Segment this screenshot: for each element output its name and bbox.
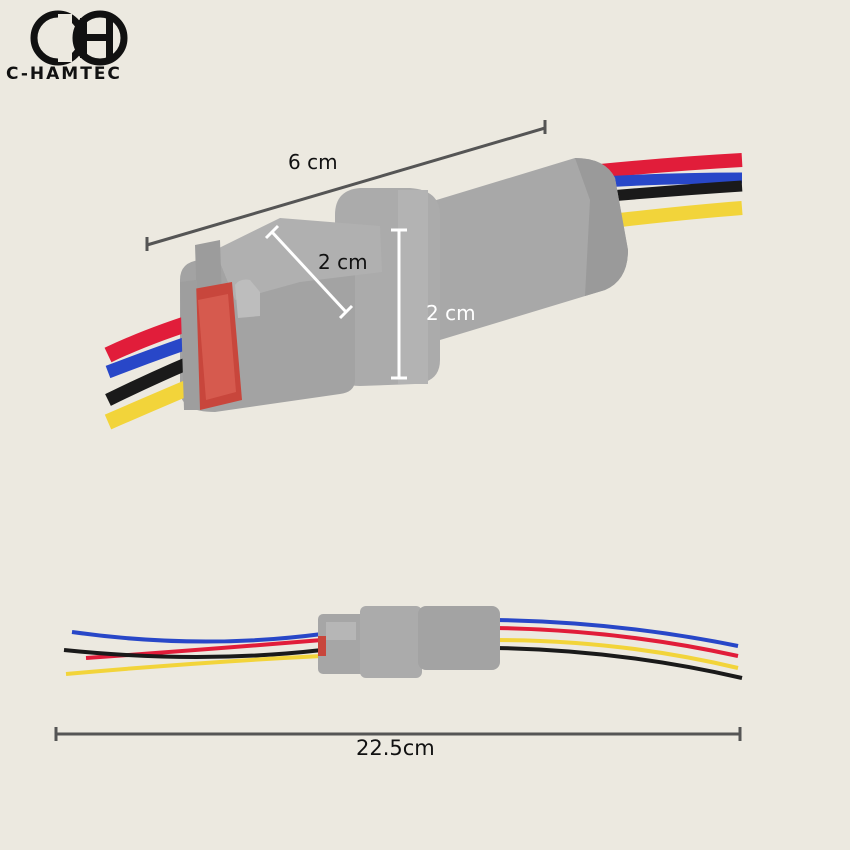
total-length-label: 22.5cm	[356, 736, 435, 760]
height-label: 2 cm	[426, 301, 476, 325]
connector-rear-body	[420, 158, 628, 340]
length-measure-line	[145, 120, 547, 251]
height-measure-line	[391, 228, 407, 380]
connector-closeup	[104, 153, 743, 430]
width-measure-line	[264, 224, 354, 320]
brand-name: C-HAMTEC	[6, 64, 122, 84]
total-length-measure-line	[54, 727, 742, 741]
width-label: 2 cm	[318, 250, 368, 274]
harness-full	[63, 606, 743, 680]
ch-logo-icon	[30, 10, 128, 66]
length-label: 6 cm	[288, 150, 338, 174]
